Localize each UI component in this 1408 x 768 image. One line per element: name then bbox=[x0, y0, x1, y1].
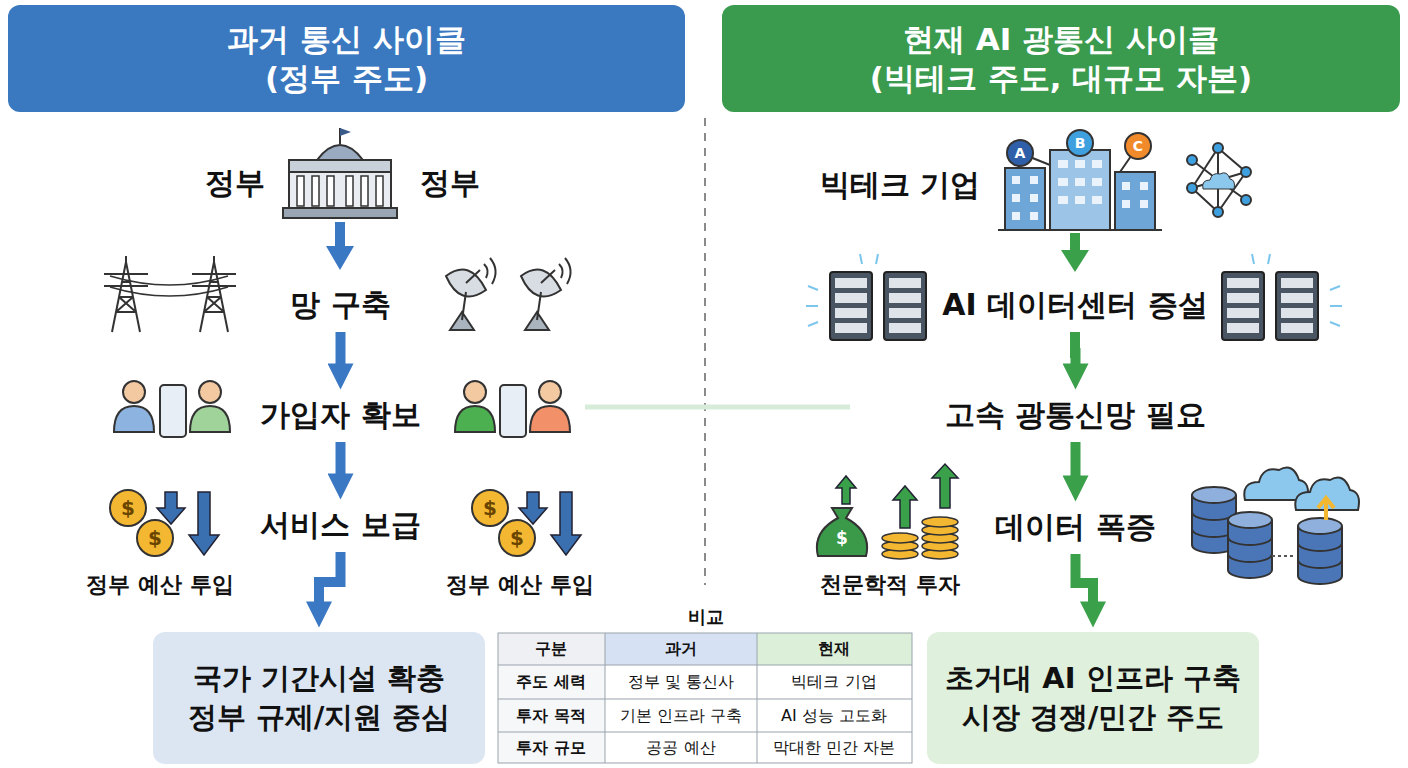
table-cell: 투자 목적 bbox=[516, 706, 586, 727]
node-text: 현재 AI 광통신 사이클 bbox=[903, 20, 1219, 59]
flow-arrow bbox=[1076, 554, 1094, 612]
annotation-label: 천문학적 투자 bbox=[820, 570, 960, 600]
annotation-label: 정부 예산 투입 bbox=[446, 570, 593, 600]
icon-letter: $ bbox=[836, 528, 848, 548]
table-cell: 주도 세력 bbox=[516, 672, 586, 693]
node-text: 과거 통신 사이클 bbox=[227, 20, 466, 59]
node-text: 고속 광통신망 필요 bbox=[945, 397, 1206, 433]
annotation-label: 빅테크 기업 bbox=[820, 165, 980, 206]
annotation-label: 정부 bbox=[420, 163, 480, 204]
flow-arrow bbox=[336, 332, 346, 374]
step-label: 망 구축 bbox=[282, 284, 399, 326]
table-cell: 과거 bbox=[665, 639, 697, 660]
node-text: 서비스 보급 bbox=[260, 507, 420, 543]
flow-arrow bbox=[336, 442, 346, 484]
header-band: 과거 통신 사이클(정부 주도) bbox=[8, 5, 685, 112]
annotation-label: $ bbox=[510, 526, 524, 550]
annotation-label: 정부 bbox=[205, 163, 265, 204]
step-label: AI 데이터센터 증설 bbox=[934, 284, 1216, 326]
annotation-label: 정부 예산 투입 bbox=[86, 570, 233, 600]
table-cell: 정부 및 통신사 bbox=[628, 672, 734, 693]
annotation-label: $ bbox=[121, 496, 135, 520]
node-text: 데이터 폭증 bbox=[995, 509, 1155, 545]
icon-letter: C bbox=[1133, 138, 1143, 154]
step-label: 가입자 확보 bbox=[252, 394, 429, 436]
table-cell: 기본 인프라 구축 bbox=[620, 706, 742, 727]
annotation-label: $ bbox=[148, 526, 162, 550]
table-cell: 공공 예산 bbox=[646, 738, 715, 759]
step-label: 데이터 폭증 bbox=[987, 506, 1164, 548]
table-cell: 구분 bbox=[535, 639, 567, 660]
table-cell: 빅테크 기업 bbox=[791, 672, 876, 693]
annotation-label: 비교 bbox=[688, 605, 724, 629]
node-text: 망 구축 bbox=[290, 287, 390, 323]
flow-arrow bbox=[1070, 332, 1081, 374]
flow-arrow bbox=[319, 552, 341, 612]
node-text: 가입자 확보 bbox=[260, 397, 420, 433]
result-box: 국가 기간시설 확충정부 규제/지원 중심 bbox=[153, 632, 485, 764]
node-text: (빅테크 주도, 대규모 자본) bbox=[870, 59, 1253, 98]
flow-arrow bbox=[1071, 442, 1081, 486]
step-label: 고속 광통신망 필요 bbox=[937, 394, 1214, 436]
node-text: 초거대 AI 인프라 구축 bbox=[945, 659, 1241, 698]
node-text: AI 데이터센터 증설 bbox=[942, 287, 1207, 323]
table-cell: 막대한 민간 자본 bbox=[773, 738, 895, 759]
node-text: 정부 규제/지원 중심 bbox=[188, 698, 451, 737]
node-text: 국가 기간시설 확충 bbox=[193, 659, 445, 698]
result-box: 초거대 AI 인프라 구축시장 경쟁/민간 주도 bbox=[927, 632, 1259, 764]
icon-letter: A bbox=[1015, 145, 1026, 161]
table-cell: 투자 규모 bbox=[516, 738, 586, 759]
node-text: 시장 경쟁/민간 주도 bbox=[962, 698, 1225, 737]
header-band: 현재 AI 광통신 사이클(빅테크 주도, 대규모 자본) bbox=[722, 5, 1400, 112]
annotation-label: $ bbox=[483, 496, 497, 520]
step-label: 서비스 보급 bbox=[252, 504, 429, 546]
node-text: (정부 주도) bbox=[265, 59, 428, 98]
table-cell: AI 성능 고도화 bbox=[781, 706, 887, 727]
table-cell: 현재 bbox=[818, 639, 850, 660]
icon-letter: B bbox=[1075, 135, 1086, 151]
